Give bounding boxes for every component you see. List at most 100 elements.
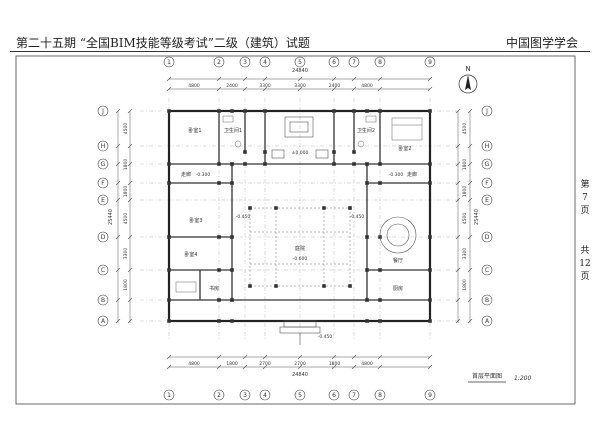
column-marker xyxy=(378,319,382,323)
top-dim-5: 4800 xyxy=(361,83,373,89)
room-bedroom-4: 卧室4 xyxy=(184,251,197,258)
column-marker xyxy=(217,162,221,166)
room-corridor-left: 走廊 xyxy=(181,171,191,178)
entrance-steps xyxy=(279,320,321,345)
room-bedroom-3: 卧室3 xyxy=(189,217,202,224)
axis-bubble-row-B-left: B xyxy=(97,294,109,306)
column-marker xyxy=(322,206,326,210)
axis-bubble-row-H-left: H xyxy=(97,140,109,152)
svg-text:5: 5 xyxy=(298,59,302,66)
svg-text:A: A xyxy=(101,318,106,325)
svg-text:H: H xyxy=(485,143,490,150)
svg-text:5: 5 xyxy=(298,392,302,399)
axis-bubble-row-B-right: B xyxy=(481,294,493,306)
column-marker xyxy=(365,298,369,302)
organization-name: 中国图学学会 xyxy=(505,36,578,50)
axis-bubble-row-D-left: D xyxy=(97,231,109,243)
axis-bubble-col-4-top: 4 xyxy=(259,56,271,68)
svg-text:2: 2 xyxy=(217,59,221,66)
column-marker xyxy=(243,109,247,113)
axis-bubble-col-2-top: 2 xyxy=(213,56,225,68)
bottom-dim-2: 2700 xyxy=(259,361,271,367)
bed-furniture xyxy=(391,117,423,141)
column-marker xyxy=(217,268,221,272)
right-dim-2: 1800 xyxy=(462,186,468,198)
column-marker xyxy=(230,319,234,323)
column-marker xyxy=(332,109,336,113)
svg-text:4: 4 xyxy=(263,59,267,66)
column-marker xyxy=(167,298,171,302)
column-marker xyxy=(263,150,267,154)
axis-grid xyxy=(140,98,460,340)
axis-bubble-col-9-bottom: 9 xyxy=(424,389,436,401)
room-dining: 餐厅 xyxy=(393,257,403,264)
level-courtyard: -0.600 xyxy=(293,256,308,262)
svg-text:E: E xyxy=(485,197,489,204)
svg-text:9: 9 xyxy=(428,392,432,399)
dimension-lines xyxy=(117,78,471,368)
column-marker xyxy=(378,268,382,272)
room-bedroom-2: 卧室2 xyxy=(398,145,411,152)
svg-text:4: 4 xyxy=(263,392,267,399)
bottom-dim-0: 4800 xyxy=(188,361,200,367)
svg-text:J: J xyxy=(485,108,488,115)
svg-text:2: 2 xyxy=(217,392,221,399)
right-dim-4: 3300 xyxy=(462,248,468,260)
left-dim-3: 4500 xyxy=(123,213,129,225)
column-marker xyxy=(428,235,432,239)
column-marker xyxy=(230,235,234,239)
left-dim-1: 1800 xyxy=(123,159,129,171)
top-dim-3: 3300 xyxy=(294,83,306,89)
column-marker xyxy=(428,109,432,113)
column-marker xyxy=(378,181,382,185)
dimension-ticks xyxy=(115,76,473,370)
column-marker xyxy=(322,284,326,288)
axis-bubble-row-C-right: C xyxy=(481,264,493,276)
svg-text:3: 3 xyxy=(243,59,247,66)
left-dim-0: 4500 xyxy=(123,123,129,135)
page-number: 7 xyxy=(582,193,588,203)
level-side-right: -0.300 xyxy=(389,172,404,178)
svg-text:6: 6 xyxy=(332,59,336,66)
svg-text:C: C xyxy=(101,267,105,274)
svg-text:8: 8 xyxy=(378,392,382,399)
axis-bubble-row-F-right: F xyxy=(481,177,493,189)
axis-bubble-col-7-bottom: 7 xyxy=(348,389,360,401)
overall-height-right: 25440 xyxy=(474,209,480,225)
axis-bubble-row-E-right: E xyxy=(481,194,493,206)
column-marker xyxy=(230,109,234,113)
room-kitchen: 厨房 xyxy=(393,285,403,292)
right-dim-5: 1800 xyxy=(462,279,468,291)
svg-text:9: 9 xyxy=(428,59,432,66)
axis-bubble-col-5-top: 5 xyxy=(294,56,306,68)
left-dim-5: 1800 xyxy=(123,279,129,291)
axis-bubble-col-8-top: 8 xyxy=(374,56,386,68)
column-marker xyxy=(428,268,432,272)
left-dim-4: 3300 xyxy=(123,248,129,260)
room-corridor-right: 走廊 xyxy=(407,171,417,178)
column-marker xyxy=(348,206,352,210)
svg-text:B: B xyxy=(101,297,105,304)
column-marker xyxy=(230,181,234,185)
svg-text:H: H xyxy=(101,143,106,150)
svg-text:B: B xyxy=(485,297,489,304)
column-marker xyxy=(332,150,336,154)
courtyard-paving xyxy=(249,207,351,287)
svg-text:7: 7 xyxy=(352,59,356,66)
drawing-title: 首层平面图 xyxy=(472,372,502,380)
column-marker xyxy=(217,235,221,239)
column-marker xyxy=(365,319,369,323)
column-marker xyxy=(428,319,432,323)
axis-bubble-row-G-left: G xyxy=(97,158,109,170)
hall-furniture xyxy=(271,116,329,159)
overall-width-top: 24840 xyxy=(292,68,308,74)
column-marker xyxy=(378,162,382,166)
dining-table xyxy=(379,216,417,254)
svg-text:G: G xyxy=(101,161,106,168)
right-dim-0: 4500 xyxy=(462,123,468,135)
overall-width-bottom: 24840 xyxy=(292,372,308,378)
axis-bubble-row-E-left: E xyxy=(97,194,109,206)
level-corridor-left: -0.450 xyxy=(236,214,251,220)
